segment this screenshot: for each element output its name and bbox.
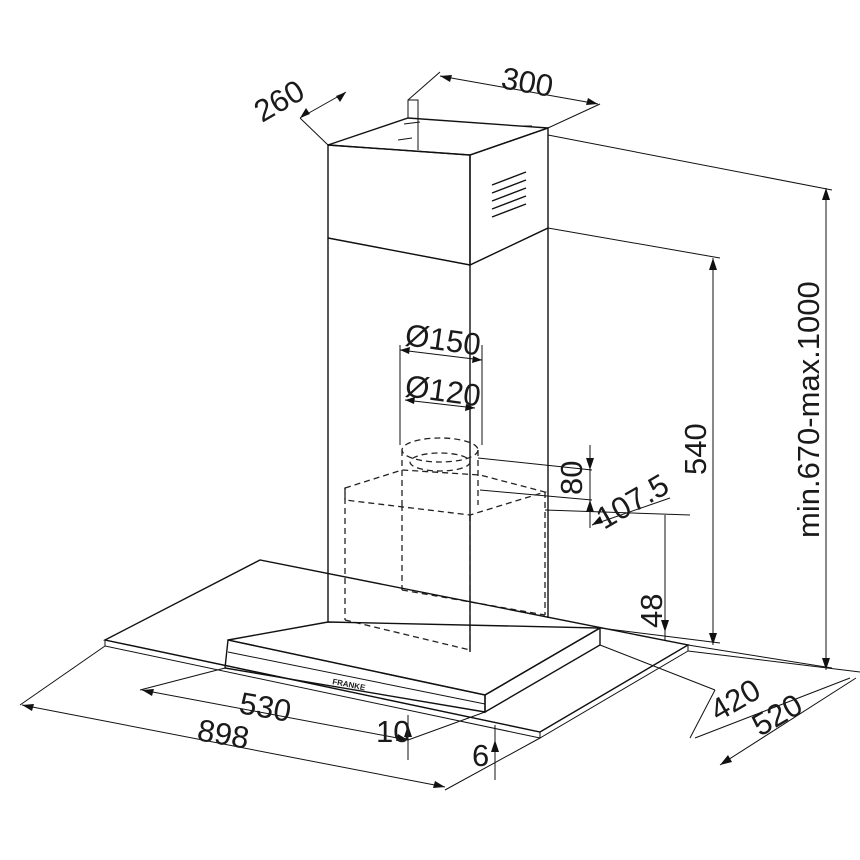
dimension-lines (21, 75, 857, 788)
glass-canopy (102, 559, 690, 739)
upper-chimney-right-face (469, 127, 549, 267)
dim-chimney-width: 300 (499, 60, 556, 103)
upper-chimney-left-face (327, 144, 471, 266)
glass-right-edge (539, 644, 689, 739)
dim-outlet-offset: 107.5 (590, 467, 675, 536)
vent-slots (491, 171, 527, 218)
dim-total-height: min.670-max.1000 (791, 281, 826, 538)
dim-duct-inner: Ø120 (403, 368, 483, 413)
dim-body-thickness: 10 (376, 714, 410, 749)
dim-glass-width: 898 (195, 712, 252, 755)
dimension-labels: 300 260 Ø150 Ø120 80 107.5 48 540 min.67… (195, 60, 826, 773)
chimney-top-face (327, 117, 549, 156)
hidden-motor-housing (344, 437, 548, 651)
hood-body-right (484, 626, 601, 714)
glass-front-edge (104, 639, 541, 739)
wall-bracket (407, 99, 419, 150)
extension-lines (19, 71, 860, 791)
dim-outlet-height: 80 (554, 461, 589, 495)
dim-chimney-height: 540 (678, 423, 713, 475)
dim-glass-thickness: 6 (472, 738, 489, 773)
dim-duct-outer: Ø150 (403, 317, 483, 362)
dim-chimney-depth: 260 (248, 73, 310, 129)
glass-top (102, 559, 690, 733)
dim-base-height: 48 (634, 594, 669, 628)
